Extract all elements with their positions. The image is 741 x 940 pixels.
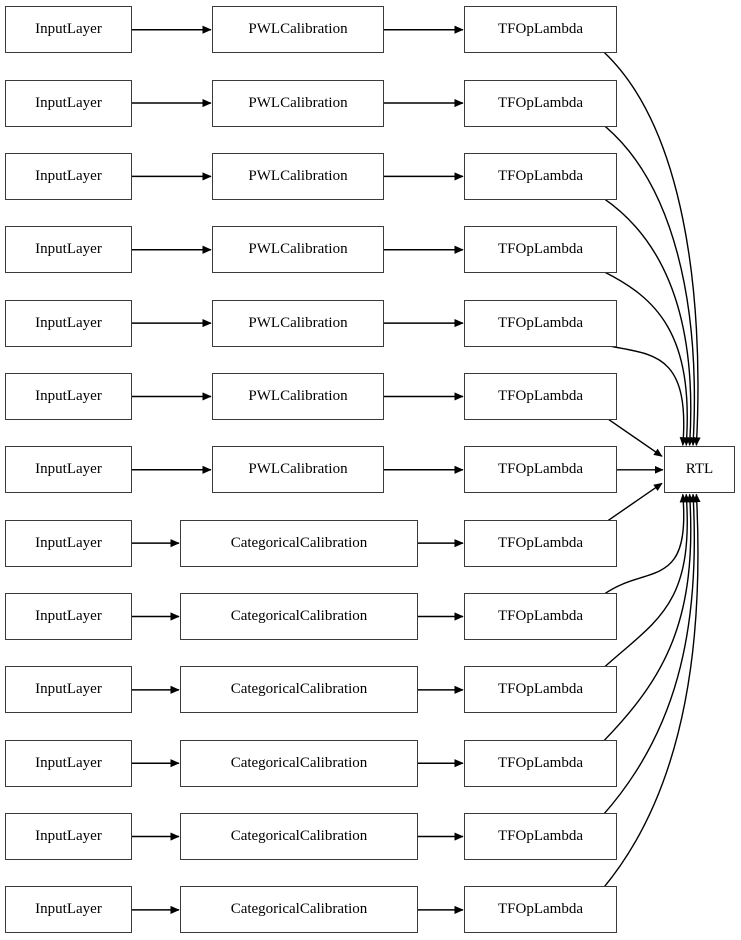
node-calibration-9-label: CategoricalCalibration (230, 681, 368, 698)
node-tfoplambda-6-label: TFOpLambda (498, 461, 583, 478)
node-tfoplambda-10[interactable]: TFOpLambda (464, 739, 617, 787)
node-input-layer-2[interactable]: InputLayer (5, 152, 132, 200)
node-calibration-12[interactable]: CategoricalCalibration (180, 886, 418, 934)
edge-op-to-rtl-0 (602, 50, 701, 446)
node-input-layer-2-label: InputLayer (35, 167, 102, 184)
node-calibration-4-label: PWLCalibration (248, 314, 348, 331)
node-tfoplambda-5[interactable]: TFOpLambda (464, 372, 617, 420)
node-input-layer-10[interactable]: InputLayer (5, 739, 132, 787)
edge-op-to-rtl-12 (602, 493, 701, 889)
node-rtl[interactable]: RTL (664, 446, 735, 494)
node-rtl-label: RTL (685, 461, 714, 478)
node-tfoplambda-9-label: TFOpLambda (498, 681, 583, 698)
node-calibration-1-label: PWLCalibration (248, 94, 348, 111)
node-input-layer-0[interactable]: InputLayer (5, 6, 132, 54)
node-calibration-7-label: CategoricalCalibration (230, 534, 368, 551)
node-input-layer-11[interactable]: InputLayer (5, 813, 132, 861)
node-tfoplambda-3-label: TFOpLambda (498, 241, 583, 258)
node-calibration-2-label: PWLCalibration (248, 167, 348, 184)
node-tfoplambda-4[interactable]: TFOpLambda (464, 299, 617, 347)
node-calibration-11[interactable]: CategoricalCalibration (180, 813, 418, 861)
node-tfoplambda-7-label: TFOpLambda (498, 534, 583, 551)
node-calibration-3[interactable]: PWLCalibration (212, 226, 384, 274)
node-calibration-9[interactable]: CategoricalCalibration (180, 666, 418, 714)
node-input-layer-8-label: InputLayer (35, 608, 102, 624)
node-tfoplambda-9[interactable]: TFOpLambda (464, 666, 617, 714)
node-input-layer-9[interactable]: InputLayer (5, 666, 132, 714)
node-tfoplambda-11-label: TFOpLambda (498, 828, 583, 845)
node-calibration-10-label: CategoricalCalibration (230, 754, 368, 771)
node-input-layer-1-label: InputLayer (35, 94, 102, 111)
node-input-layer-4[interactable]: InputLayer (5, 299, 132, 347)
node-tfoplambda-7[interactable]: TFOpLambda (464, 519, 617, 567)
node-input-layer-3-label: InputLayer (35, 241, 102, 258)
node-input-layer-4-label: InputLayer (35, 314, 102, 331)
node-calibration-0[interactable]: PWLCalibration (212, 6, 384, 54)
node-calibration-2[interactable]: PWLCalibration (212, 152, 384, 200)
node-tfoplambda-6[interactable]: TFOpLambda (464, 446, 617, 494)
node-tfoplambda-11[interactable]: TFOpLambda (464, 813, 617, 861)
node-tfoplambda-12-label: TFOpLambda (498, 901, 583, 918)
node-calibration-8-label: CategoricalCalibration (230, 608, 368, 624)
node-input-layer-0-label: InputLayer (35, 21, 102, 38)
node-calibration-6[interactable]: PWLCalibration (212, 446, 384, 494)
node-input-layer-5[interactable]: InputLayer (5, 372, 132, 420)
node-calibration-3-label: PWLCalibration (248, 241, 348, 258)
node-calibration-11-label: CategoricalCalibration (230, 828, 368, 845)
node-input-layer-12-label: InputLayer (35, 901, 102, 918)
node-tfoplambda-1[interactable]: TFOpLambda (464, 79, 617, 127)
node-tfoplambda-0[interactable]: TFOpLambda (464, 6, 617, 54)
node-calibration-5[interactable]: PWLCalibration (212, 372, 384, 420)
node-input-layer-1[interactable]: InputLayer (5, 79, 132, 127)
node-input-layer-7-label: InputLayer (35, 534, 102, 551)
node-calibration-12-label: CategoricalCalibration (230, 901, 368, 918)
node-input-layer-8[interactable]: InputLayer (5, 593, 132, 640)
node-tfoplambda-0-label: TFOpLambda (498, 21, 583, 38)
node-input-layer-3[interactable]: InputLayer (5, 226, 132, 274)
node-input-layer-6-label: InputLayer (35, 461, 102, 478)
node-tfoplambda-8-label: TFOpLambda (498, 608, 583, 624)
node-calibration-5-label: PWLCalibration (248, 387, 348, 404)
node-calibration-6-label: PWLCalibration (248, 461, 348, 478)
node-tfoplambda-2[interactable]: TFOpLambda (464, 152, 617, 200)
node-input-layer-5-label: InputLayer (35, 387, 102, 404)
node-tfoplambda-8[interactable]: TFOpLambda (464, 593, 617, 640)
node-calibration-0-label: PWLCalibration (248, 21, 348, 38)
node-input-layer-9-label: InputLayer (35, 681, 102, 698)
node-input-layer-12[interactable]: InputLayer (5, 886, 132, 934)
node-input-layer-10-label: InputLayer (35, 754, 102, 771)
node-calibration-10[interactable]: CategoricalCalibration (180, 739, 418, 787)
node-tfoplambda-2-label: TFOpLambda (498, 167, 583, 184)
node-tfoplambda-1-label: TFOpLambda (498, 94, 583, 111)
node-calibration-7[interactable]: CategoricalCalibration (180, 519, 418, 567)
node-calibration-4[interactable]: PWLCalibration (212, 299, 384, 347)
node-calibration-1[interactable]: PWLCalibration (212, 79, 384, 127)
node-tfoplambda-3[interactable]: TFOpLambda (464, 226, 617, 274)
node-tfoplambda-12[interactable]: TFOpLambda (464, 886, 617, 934)
node-input-layer-7[interactable]: InputLayer (5, 519, 132, 567)
node-input-layer-11-label: InputLayer (35, 828, 102, 845)
node-input-layer-6[interactable]: InputLayer (5, 446, 132, 494)
node-calibration-8[interactable]: CategoricalCalibration (180, 593, 418, 640)
node-tfoplambda-5-label: TFOpLambda (498, 387, 583, 404)
node-tfoplambda-10-label: TFOpLambda (498, 754, 583, 771)
node-tfoplambda-4-label: TFOpLambda (498, 314, 583, 331)
